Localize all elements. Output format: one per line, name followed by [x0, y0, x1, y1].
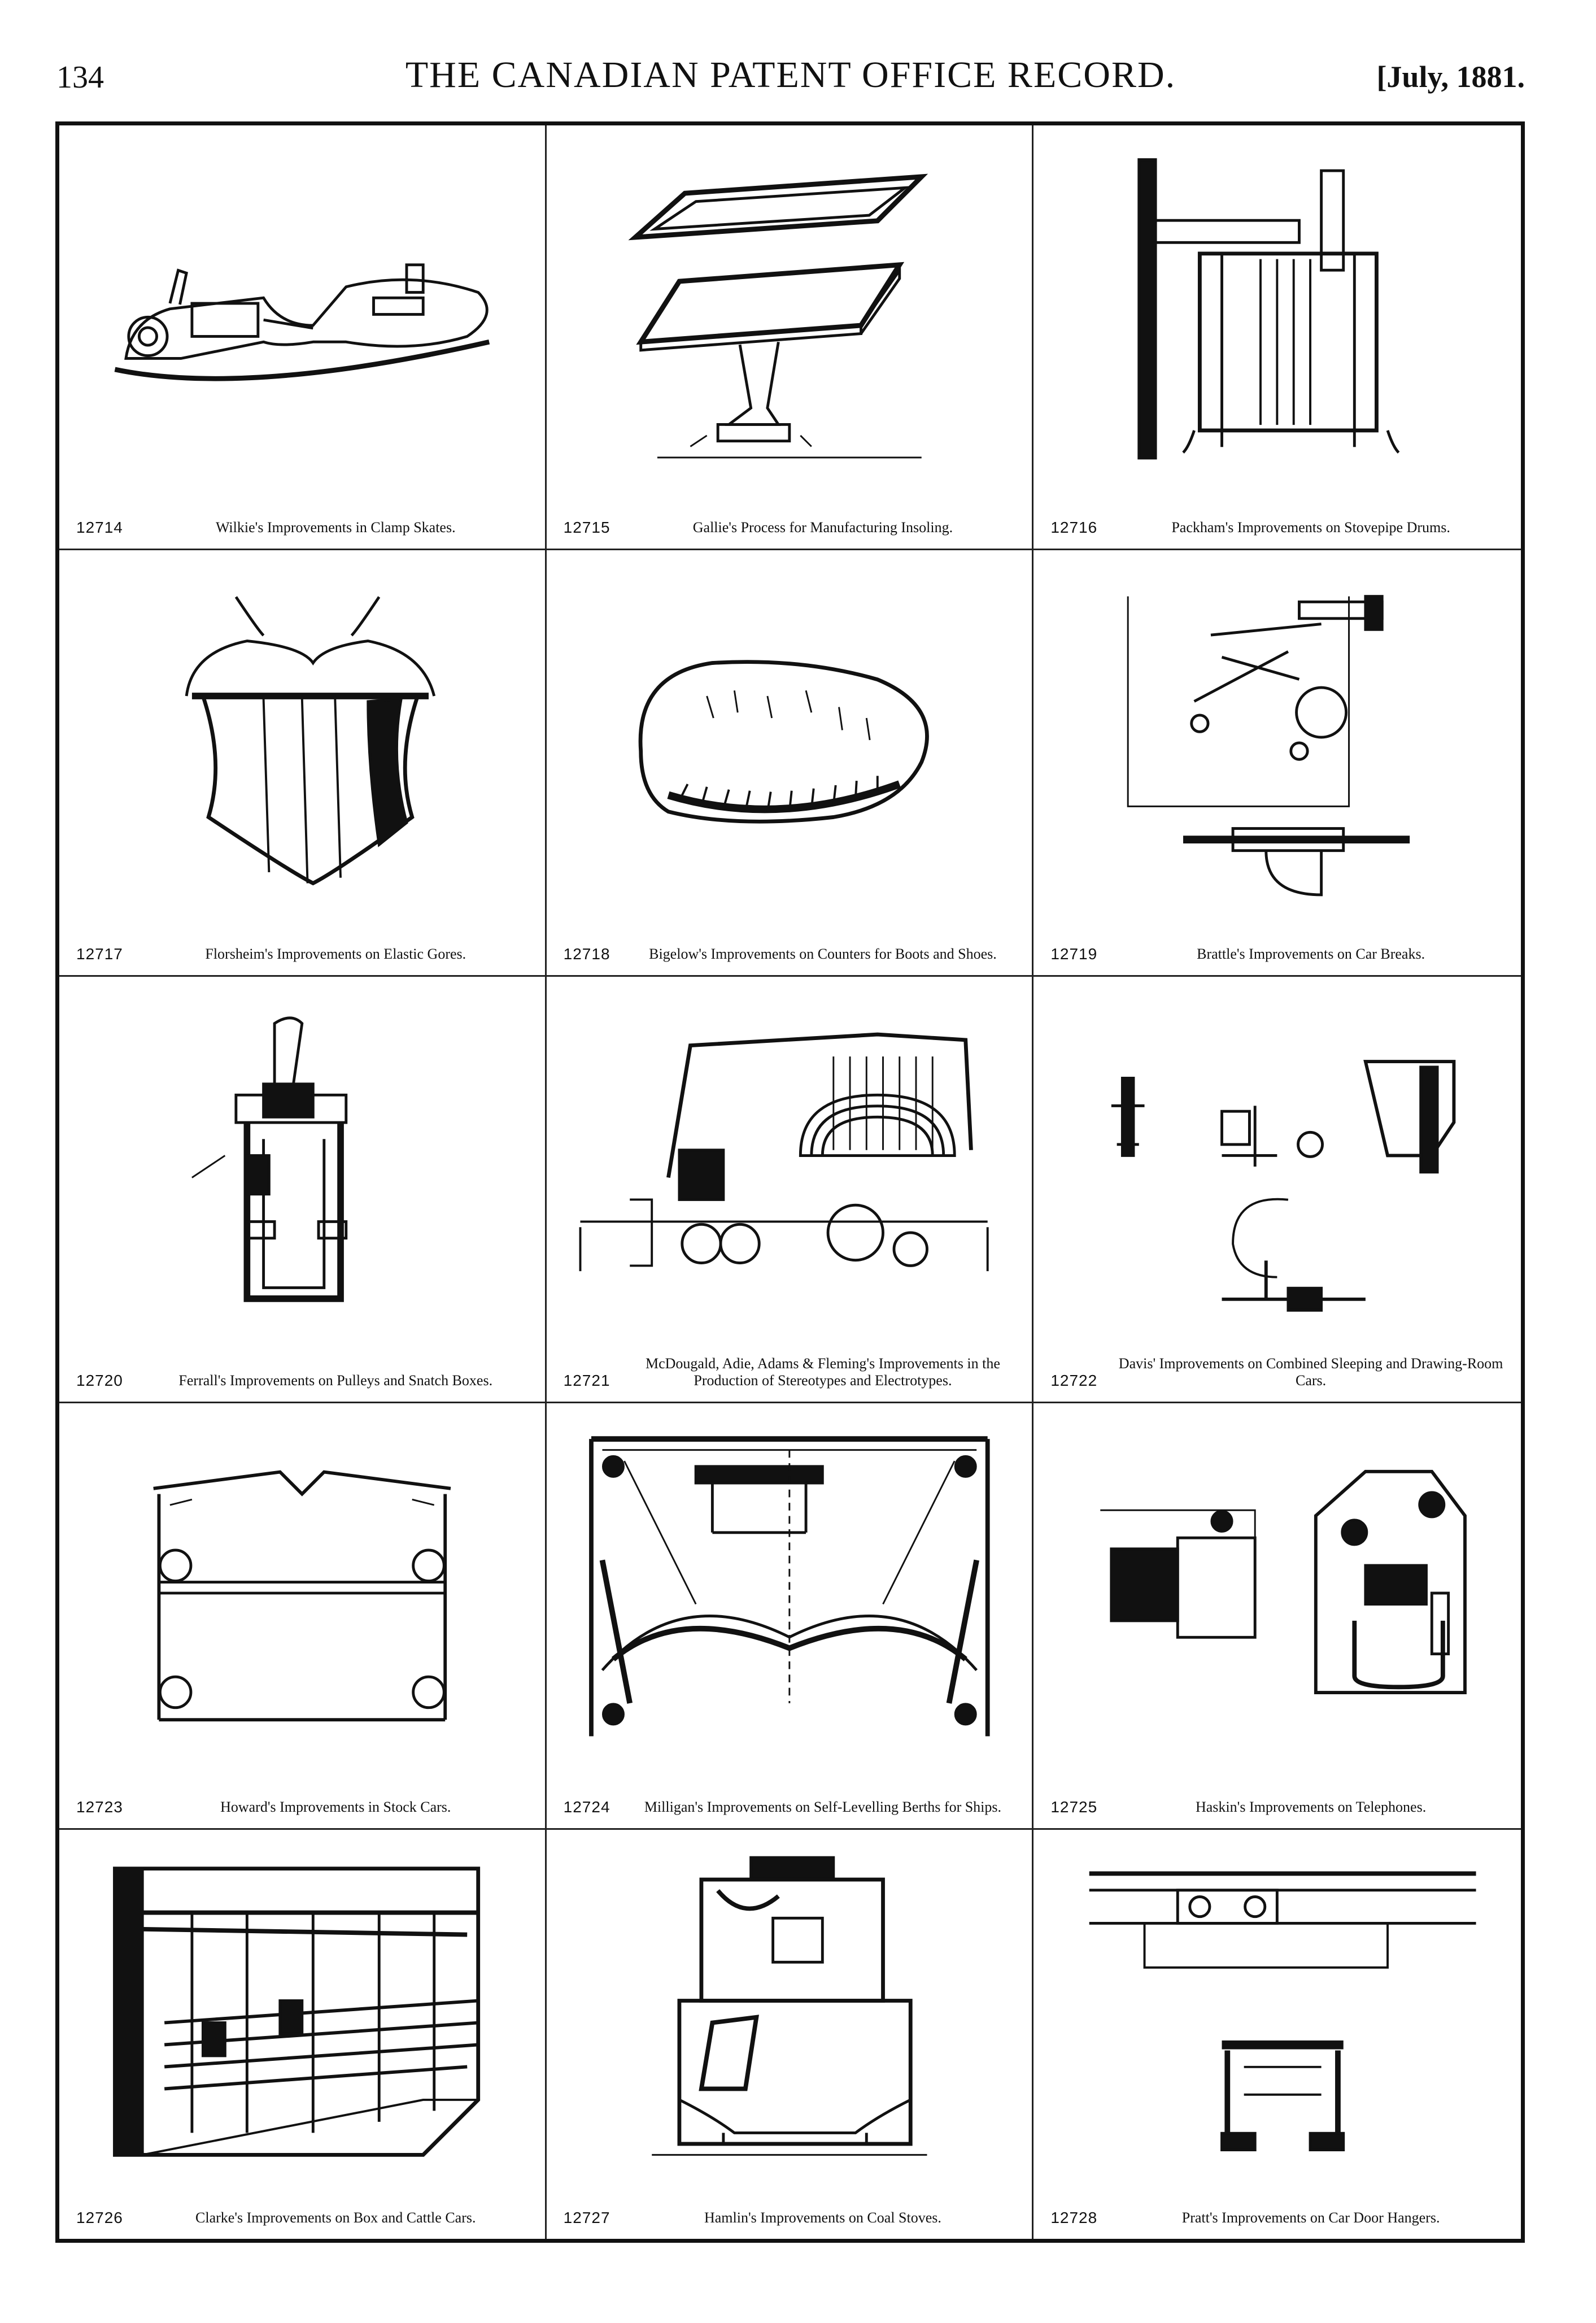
patent-caption: 12724 Milligan's Improvements on Self-Le… — [564, 1799, 1015, 1816]
patent-number: 12722 — [1050, 1372, 1098, 1389]
patent-title: Clarke's Improvements on Box and Cattle … — [195, 2209, 476, 2226]
patent-caption: 12722 Davis' Improvements on Combined Sl… — [1050, 1355, 1504, 1389]
door-hanger-illustration — [1056, 1852, 1498, 2171]
patent-caption: 12726 Clarke's Improvements on Box and C… — [76, 2209, 528, 2226]
page-number: 134 — [56, 60, 104, 95]
patent-cell-12719: 12719 Brattle's Improvements on Car Brea… — [1034, 550, 1521, 977]
patent-caption: 12715 Gallie's Process for Manufacturing… — [564, 519, 1015, 536]
patent-title: Davis' Improvements on Combined Sleeping… — [1118, 1355, 1503, 1389]
patent-caption: 12719 Brattle's Improvements on Car Brea… — [1050, 946, 1504, 963]
patent-number: 12718 — [563, 945, 611, 963]
patent-title: Pratt's Improvements on Car Door Hangers… — [1181, 2209, 1440, 2226]
patent-title: Milligan's Improvements on Self-Levellin… — [644, 1799, 1002, 1815]
stereotype-machine-illustration — [569, 999, 1010, 1334]
patent-cell-12722: 12722 Davis' Improvements on Combined Sl… — [1034, 977, 1521, 1403]
page-title: THE CANADIAN PATENT OFFICE RECORD. — [405, 54, 1176, 95]
patent-number: 12724 — [563, 1798, 611, 1816]
patent-title: Ferrall's Improvements on Pulleys and Sn… — [178, 1372, 493, 1389]
patent-caption: 12727 Hamlin's Improvements on Coal Stov… — [564, 2209, 1015, 2226]
patent-caption: 12725 Haskin's Improvements on Telephone… — [1050, 1799, 1504, 1816]
patent-title: Bigelow's Improvements on Counters for B… — [649, 946, 997, 962]
stock-car-illustration — [82, 1426, 522, 1760]
patent-caption: 12728 Pratt's Improvements on Car Door H… — [1050, 2209, 1504, 2226]
patent-number: 12714 — [76, 519, 123, 536]
patent-number: 12727 — [563, 2209, 611, 2226]
patent-title: Brattle's Improvements on Car Breaks. — [1197, 946, 1425, 962]
patent-grid: 12714 Wilkie's Improvements in Clamp Ska… — [59, 125, 1521, 2239]
cattle-car-illustration — [82, 1852, 522, 2171]
insoling-press-illustration — [569, 148, 1010, 481]
sleeping-car-illustration — [1056, 999, 1498, 1334]
patent-number: 12728 — [1050, 2209, 1098, 2226]
patent-number: 12720 — [76, 1372, 123, 1389]
patent-title: Gallie's Process for Manufacturing Insol… — [692, 519, 953, 536]
patent-caption: 12721 McDougald, Adie, Adams & Fleming's… — [564, 1355, 1015, 1389]
patent-caption: 12720 Ferrall's Improvements on Pulleys … — [76, 1372, 528, 1389]
patent-cell-12728: 12728 Pratt's Improvements on Car Door H… — [1034, 1830, 1521, 2239]
patent-caption: 12718 Bigelow's Improvements on Counters… — [564, 946, 1015, 963]
patent-number: 12717 — [76, 945, 123, 963]
patent-cell-12725: 12725 Haskin's Improvements on Telephone… — [1034, 1403, 1521, 1830]
patent-title: McDougald, Adie, Adams & Fleming's Impro… — [645, 1355, 1000, 1389]
patent-grid-frame: 12714 Wilkie's Improvements in Clamp Ska… — [55, 121, 1525, 2243]
clamp-skate-illustration — [82, 148, 522, 481]
patent-cell-12721: 12721 McDougald, Adie, Adams & Fleming's… — [546, 977, 1034, 1403]
patent-cell-12716: 12716 Packham's Improvements on Stovepip… — [1034, 125, 1521, 550]
patent-number: 12715 — [563, 519, 611, 536]
patent-cell-12717: 12717 Florsheim's Improvements on Elasti… — [59, 550, 547, 977]
patent-number: 12725 — [1050, 1798, 1098, 1816]
stovepipe-drum-illustration — [1056, 148, 1498, 481]
coal-stove-illustration — [569, 1852, 1010, 2171]
patent-caption: 12714 Wilkie's Improvements in Clamp Ska… — [76, 519, 528, 536]
patent-caption: 12723 Howard's Improvements in Stock Car… — [76, 1799, 528, 1816]
patent-cell-12714: 12714 Wilkie's Improvements in Clamp Ska… — [59, 125, 547, 550]
patent-title: Florsheim's Improvements on Elastic Gore… — [205, 946, 466, 962]
patent-cell-12724: 12724 Milligan's Improvements on Self-Le… — [546, 1403, 1034, 1830]
patent-caption: 12716 Packham's Improvements on Stovepip… — [1050, 519, 1504, 536]
patent-title: Howard's Improvements in Stock Cars. — [220, 1799, 451, 1815]
patent-cell-12726: 12726 Clarke's Improvements on Box and C… — [59, 1830, 547, 2239]
patent-number: 12719 — [1050, 945, 1098, 963]
patent-cell-12720: 12720 Ferrall's Improvements on Pulleys … — [59, 977, 547, 1403]
patent-cell-12723: 12723 Howard's Improvements in Stock Car… — [59, 1403, 547, 1830]
patent-number: 12723 — [76, 1798, 123, 1816]
patent-cell-12727: 12727 Hamlin's Improvements on Coal Stov… — [547, 1830, 1034, 2239]
car-brake-illustration — [1056, 573, 1498, 907]
patent-title: Hamlin's Improvements on Coal Stoves. — [704, 2209, 941, 2226]
page-header: 134 THE CANADIAN PATENT OFFICE RECORD. [… — [56, 54, 1525, 105]
patent-cell-12715: 12715 Gallie's Process for Manufacturing… — [546, 125, 1034, 550]
patent-number: 12716 — [1050, 519, 1098, 536]
patent-title: Packham's Improvements on Stovepipe Drum… — [1171, 519, 1450, 536]
corset-illustration — [82, 573, 522, 907]
patent-number: 12726 — [76, 2209, 123, 2226]
page-date: [July, 1881. — [1376, 60, 1525, 94]
patent-title: Haskin's Improvements on Telephones. — [1195, 1799, 1427, 1815]
telephone-illustration — [1056, 1426, 1498, 1760]
patent-number: 12721 — [563, 1372, 611, 1389]
ship-berth-illustration — [569, 1426, 1010, 1760]
patent-title: Wilkie's Improvements in Clamp Skates. — [215, 519, 456, 536]
pulley-snatch-box-illustration — [82, 999, 522, 1334]
patent-cell-12718: 12718 Bigelow's Improvements on Counters… — [546, 550, 1034, 977]
boot-counter-illustration — [569, 573, 1010, 907]
patent-caption: 12717 Florsheim's Improvements on Elasti… — [76, 946, 528, 963]
